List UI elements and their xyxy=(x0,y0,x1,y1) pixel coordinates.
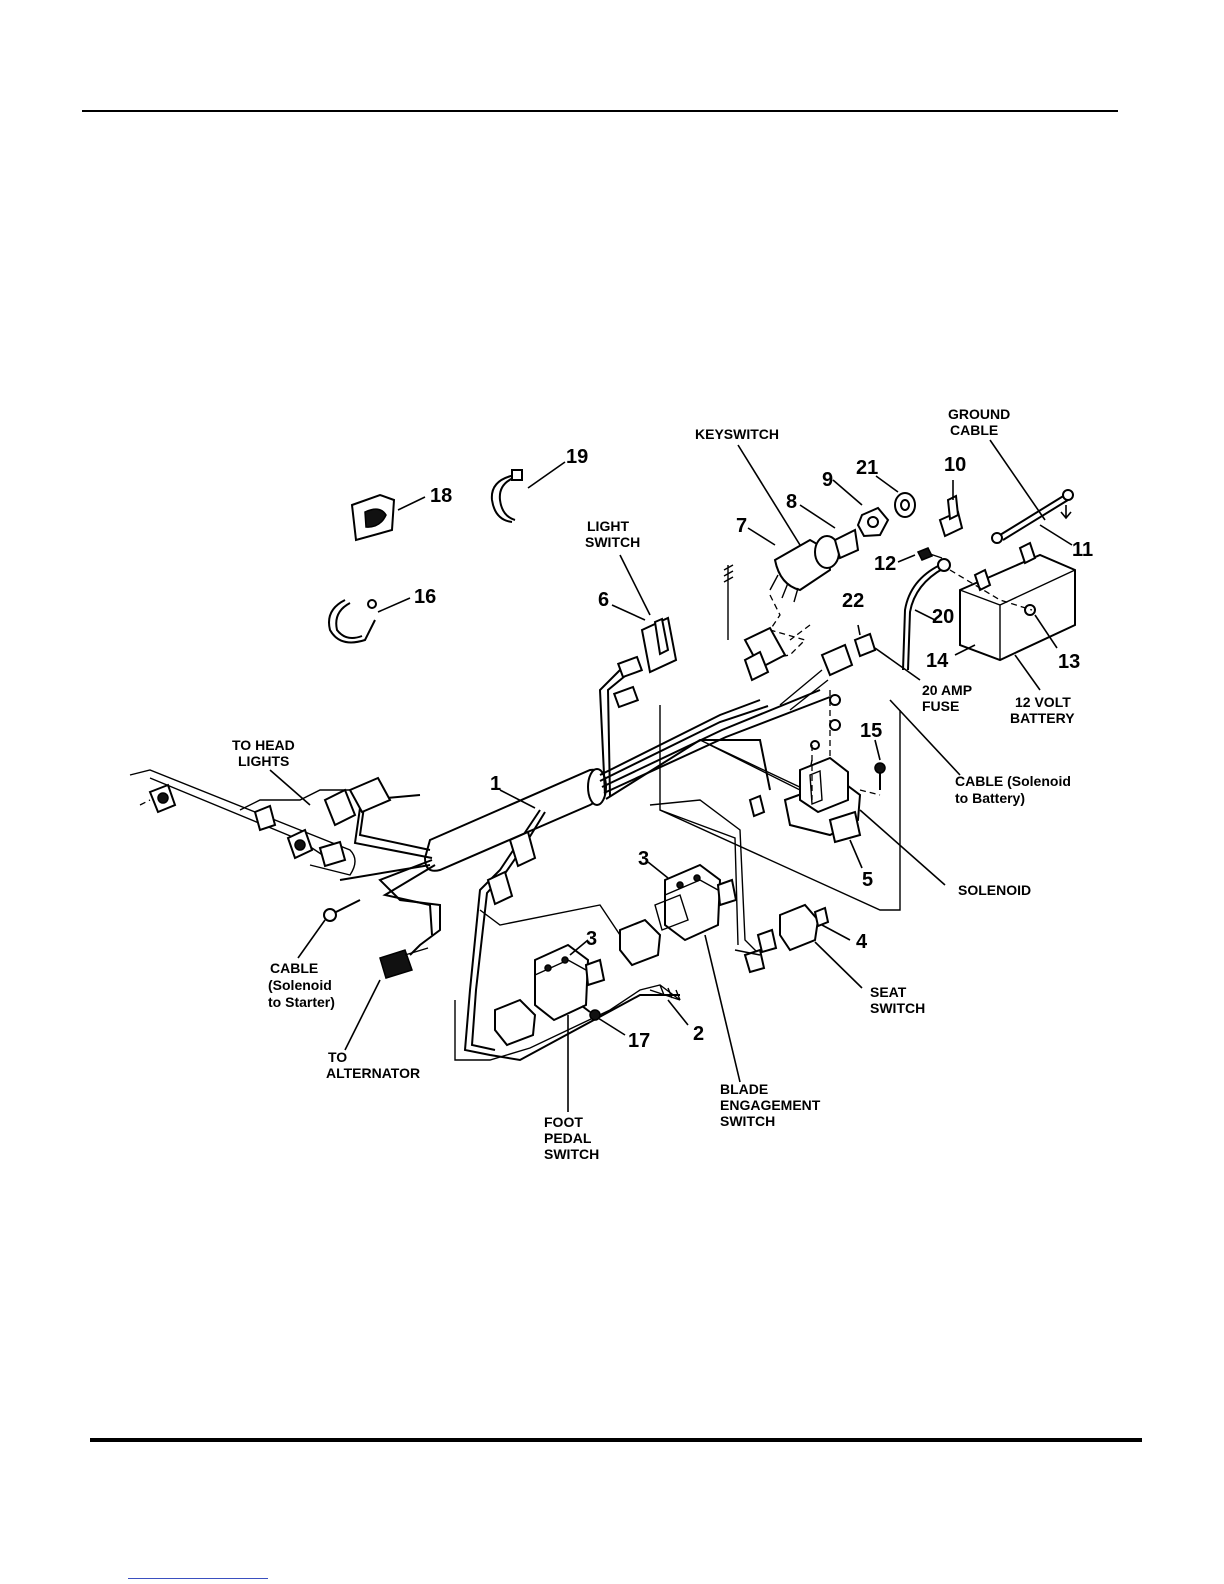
callout-3-bottom: 3 xyxy=(586,928,597,950)
callout-18: 18 xyxy=(430,485,452,507)
svg-text:GROUND: GROUND xyxy=(948,406,1010,422)
label-to-head-lights: TO HEAD LIGHTS xyxy=(232,737,295,769)
callout-6: 6 xyxy=(598,589,609,611)
svg-text:TO HEAD: TO HEAD xyxy=(232,737,295,753)
svg-text:SOLENOID: SOLENOID xyxy=(958,882,1031,898)
callout-16: 16 xyxy=(414,586,436,608)
svg-text:TO: TO xyxy=(328,1049,347,1065)
bottom-rule xyxy=(90,1438,1142,1442)
harness-lower-wires xyxy=(380,705,900,1060)
label-foot-pedal-switch: FOOT PEDAL SWITCH xyxy=(544,1114,599,1162)
callout-5: 5 xyxy=(862,869,873,891)
clip-part-18 xyxy=(352,495,394,540)
ground-symbol-lower xyxy=(650,985,680,1000)
callout-3-top: 3 xyxy=(638,848,649,870)
label-blade-engagement-switch: BLADE ENGAGEMENT SWITCH xyxy=(720,1081,821,1129)
bolt-part-12 xyxy=(918,548,942,560)
svg-text:SEAT: SEAT xyxy=(870,984,907,1000)
harness-headlight-wires xyxy=(130,770,432,880)
label-light-switch: LIGHT SWITCH xyxy=(585,518,640,550)
label-to-alternator: TO ALTERNATOR xyxy=(326,1049,420,1081)
callout-15: 15 xyxy=(860,720,882,742)
keyswitch-connector xyxy=(724,565,785,680)
callout-4: 4 xyxy=(856,931,868,953)
label-cable-solenoid-to-starter: CABLE (Solenoid to Starter) xyxy=(268,960,335,1010)
svg-text:SWITCH: SWITCH xyxy=(720,1113,775,1129)
foot-pedal-switch-part-3 xyxy=(495,945,604,1045)
svg-text:BATTERY: BATTERY xyxy=(1010,710,1075,726)
footer-link-underline[interactable] xyxy=(128,1578,268,1579)
svg-text:FOOT: FOOT xyxy=(544,1114,583,1130)
label-cable-solenoid-to-battery: CABLE (Solenoid to Battery) xyxy=(955,773,1071,806)
svg-text:CABLE: CABLE xyxy=(950,422,998,438)
callout-8: 8 xyxy=(786,491,797,513)
callout-10: 10 xyxy=(944,454,966,476)
label-ground-cable: GROUND CABLE xyxy=(948,406,1010,438)
svg-text:SWITCH: SWITCH xyxy=(870,1000,925,1016)
headlight-socket-right xyxy=(288,830,345,866)
battery-part-14 xyxy=(950,543,1075,660)
svg-text:to Battery): to Battery) xyxy=(955,790,1025,806)
label-20-amp-fuse: 20 AMP FUSE xyxy=(922,682,972,714)
toggle-part-10 xyxy=(940,496,962,536)
headlight-connectors xyxy=(255,778,390,830)
tie-part-19 xyxy=(492,470,522,522)
svg-text:KEYSWITCH: KEYSWITCH xyxy=(695,426,779,442)
starter-ring-terminal xyxy=(324,900,360,921)
svg-text:BLADE: BLADE xyxy=(720,1081,768,1097)
clamp-part-16 xyxy=(329,600,376,642)
screw-part-15 xyxy=(875,763,885,790)
callout-13: 13 xyxy=(1058,651,1080,673)
label-12-volt-battery: 12 VOLT BATTERY xyxy=(1010,694,1075,726)
seat-switch-part-4 xyxy=(745,905,828,972)
svg-text:CABLE (Solenoid: CABLE (Solenoid xyxy=(955,773,1071,789)
svg-text:LIGHT: LIGHT xyxy=(587,518,629,534)
callout-19: 19 xyxy=(566,446,588,468)
ring-part-21 xyxy=(895,493,915,517)
callout-2: 2 xyxy=(693,1023,704,1045)
screw-part-17 xyxy=(582,1006,600,1020)
svg-text:(Solenoid: (Solenoid xyxy=(268,977,332,993)
callout-12: 12 xyxy=(874,553,896,575)
svg-text:SWITCH: SWITCH xyxy=(585,534,640,550)
leader-lines xyxy=(270,440,1072,1112)
callout-1: 1 xyxy=(490,773,501,795)
svg-text:ENGAGEMENT: ENGAGEMENT xyxy=(720,1097,821,1113)
light-switch-part-6 xyxy=(614,618,676,707)
svg-text:SWITCH: SWITCH xyxy=(544,1146,599,1162)
label-solenoid: SOLENOID xyxy=(958,882,1031,898)
callout-21: 21 xyxy=(856,457,878,479)
ring-terminal-left xyxy=(750,796,764,816)
nut-part-8 xyxy=(858,508,888,536)
svg-text:to Starter): to Starter) xyxy=(268,994,335,1010)
svg-text:PEDAL: PEDAL xyxy=(544,1130,592,1146)
label-keyswitch: KEYSWITCH xyxy=(695,426,779,442)
svg-text:ALTERNATOR: ALTERNATOR xyxy=(326,1065,420,1081)
label-seat-switch: SEAT SWITCH xyxy=(870,984,925,1016)
svg-text:CABLE: CABLE xyxy=(270,960,318,976)
callout-20: 20 xyxy=(932,606,954,628)
ground-cable-part-11 xyxy=(992,490,1073,543)
alternator-connector xyxy=(380,948,428,978)
svg-text:20 AMP: 20 AMP xyxy=(922,682,972,698)
svg-text:FUSE: FUSE xyxy=(922,698,959,714)
callout-17: 17 xyxy=(628,1030,650,1052)
callout-22: 22 xyxy=(842,590,864,612)
solenoid-part-5 xyxy=(785,690,880,842)
callout-9: 9 xyxy=(822,469,833,491)
callout-14: 14 xyxy=(926,650,949,672)
blade-engagement-switch-part-3 xyxy=(620,865,736,965)
callout-11: 11 xyxy=(1072,539,1093,561)
svg-text:LIGHTS: LIGHTS xyxy=(238,753,289,769)
callout-7: 7 xyxy=(736,515,747,537)
svg-text:12 VOLT: 12 VOLT xyxy=(1015,694,1071,710)
headlight-socket-left xyxy=(140,785,175,812)
